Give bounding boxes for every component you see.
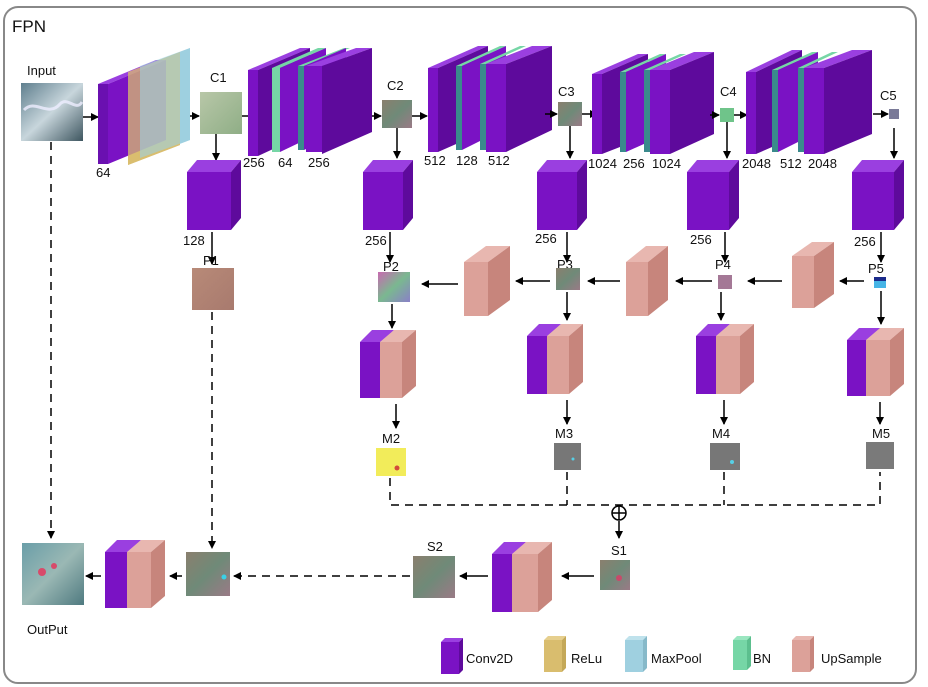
c2-featuremap xyxy=(382,100,412,128)
legend-item-relu: ReLu xyxy=(544,636,602,672)
conv-up-block-s xyxy=(492,542,552,612)
p3-featuremap xyxy=(556,268,580,290)
block1-ch-0: 256 xyxy=(243,155,265,170)
lateral-conv-5 xyxy=(852,160,904,230)
upsample-block-3 xyxy=(792,242,834,308)
s1-label: S1 xyxy=(611,543,627,558)
block4-ch-0: 2048 xyxy=(742,156,771,171)
conv2d-icon xyxy=(441,638,463,674)
m4-featuremap xyxy=(710,443,740,470)
bottleneck-block-2 xyxy=(428,46,552,152)
s1-featuremap xyxy=(600,560,630,590)
p5-label: P5 xyxy=(868,261,884,276)
s2-label: S2 xyxy=(427,539,443,554)
s2-featuremap xyxy=(413,556,455,598)
maxpool-icon xyxy=(625,636,647,672)
block3-ch-0: 1024 xyxy=(588,156,617,171)
upsample-icon xyxy=(792,636,814,672)
m5-featuremap xyxy=(866,442,894,469)
p4-label: P4 xyxy=(715,257,731,272)
legend-label-maxpool: MaxPool xyxy=(651,651,702,666)
legend-item-conv2d: Conv2D xyxy=(441,638,513,674)
lateral2-channels: 256 xyxy=(365,233,387,248)
c2-label: C2 xyxy=(387,78,404,93)
input-image xyxy=(21,83,83,141)
merged-featuremap xyxy=(186,552,230,596)
m5-label: M5 xyxy=(872,426,890,441)
lateral1-channels: 128 xyxy=(183,233,205,248)
conv-up-block-4 xyxy=(696,324,754,394)
conv-up-block-2 xyxy=(360,330,416,398)
legend: Conv2D ReLu MaxPool BN xyxy=(441,636,882,674)
c5-featuremap xyxy=(889,109,899,119)
c3-featuremap xyxy=(558,102,582,126)
stem-block xyxy=(98,48,190,165)
legend-item-maxpool: MaxPool xyxy=(625,636,702,672)
p4-featuremap xyxy=(718,275,732,289)
p1-featuremap xyxy=(192,268,234,310)
diagram-title: FPN xyxy=(12,17,46,36)
m2-label: M2 xyxy=(382,431,400,446)
lateral4-channels: 256 xyxy=(690,232,712,247)
p2-label: P2 xyxy=(383,259,399,274)
legend-label-conv2d: Conv2D xyxy=(466,651,513,666)
lateral-conv-3 xyxy=(537,160,587,230)
conv-up-block-5 xyxy=(847,328,904,396)
upsample-block-2 xyxy=(626,246,668,316)
input-label: Input xyxy=(27,63,56,78)
lateral-conv-4 xyxy=(687,160,739,230)
bottleneck-block-3 xyxy=(592,52,714,154)
c5-label: C5 xyxy=(880,88,897,103)
legend-label-relu: ReLu xyxy=(571,651,602,666)
conv-up-block-3 xyxy=(527,324,583,394)
lateral3-channels: 256 xyxy=(535,231,557,246)
block2-ch-2: 512 xyxy=(488,153,510,168)
bn-icon xyxy=(733,636,751,670)
m3-featuremap xyxy=(554,443,581,470)
block1-ch-1: 64 xyxy=(278,155,292,170)
block3-ch-1: 256 xyxy=(623,156,645,171)
p2-featuremap xyxy=(378,272,410,302)
c1-featuremap xyxy=(200,92,242,134)
m4-label: M4 xyxy=(712,426,730,441)
c4-label: C4 xyxy=(720,84,737,99)
conv-up-block-out xyxy=(105,540,165,608)
block1-ch-2: 256 xyxy=(308,155,330,170)
c1-label: C1 xyxy=(210,70,227,85)
legend-label-bn: BN xyxy=(753,651,771,666)
m3-label: M3 xyxy=(555,426,573,441)
output-label: OutPut xyxy=(27,622,68,637)
block2-ch-0: 512 xyxy=(424,153,446,168)
sum-icon xyxy=(611,505,627,521)
bottleneck-block-4 xyxy=(746,50,872,154)
c3-label: C3 xyxy=(558,84,575,99)
merge-dashed-lines xyxy=(389,472,881,506)
legend-item-bn: BN xyxy=(733,636,771,670)
lateral-conv-1 xyxy=(187,160,241,230)
m2-featuremap xyxy=(376,448,406,476)
legend-label-upsample: UpSample xyxy=(821,651,882,666)
upsample-block-1 xyxy=(464,246,510,316)
block4-ch-2: 2048 xyxy=(808,156,837,171)
p1-label: P1 xyxy=(203,253,219,268)
bottleneck-block-1 xyxy=(248,48,372,156)
block3-ch-2: 1024 xyxy=(652,156,681,171)
p5-featuremap xyxy=(874,277,886,288)
lateral5-channels: 256 xyxy=(854,234,876,249)
relu-icon xyxy=(544,636,566,672)
block2-ch-1: 128 xyxy=(456,153,478,168)
stem-channels: 64 xyxy=(96,165,110,180)
block4-ch-1: 512 xyxy=(780,156,802,171)
c4-featuremap xyxy=(720,108,734,122)
output-image xyxy=(22,543,84,605)
lateral-conv-2 xyxy=(363,160,413,230)
legend-item-upsample: UpSample xyxy=(792,636,882,672)
